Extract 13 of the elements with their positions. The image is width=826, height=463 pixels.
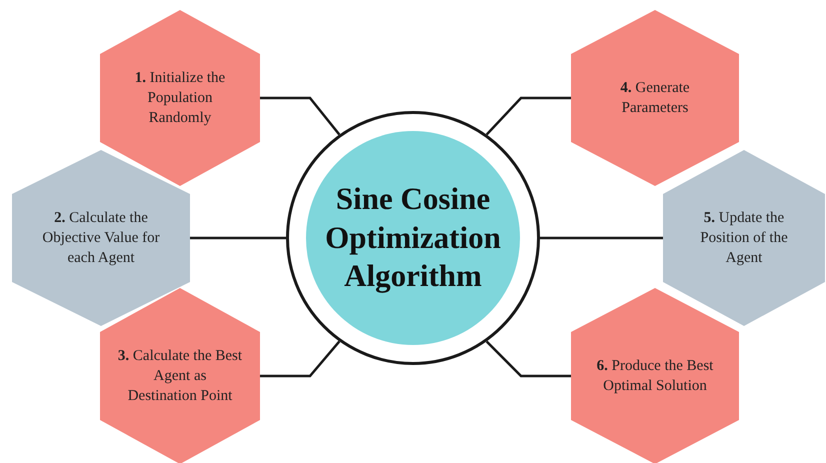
connector-line	[260, 96, 340, 136]
step-text: 6. Produce the Best Optimal Solution	[596, 356, 714, 396]
step-text: 5. Update the Position of the Agent	[699, 208, 789, 268]
connector-line	[260, 340, 340, 378]
step-text: 2. Calculate the Objective Value for each Agent	[41, 208, 161, 268]
connector-line	[486, 96, 571, 136]
step-text: 3. Calculate the Best Agent as Destination Point	[118, 346, 242, 406]
connector-line	[190, 236, 286, 240]
connector-line	[540, 236, 663, 240]
step-text: 1. Initialize the Population Randomly	[134, 68, 226, 128]
title-text: Sine Cosine Optimization Algorithm	[324, 180, 502, 296]
step-text: 4. Generate Parameters	[619, 78, 691, 118]
connector-line	[486, 340, 571, 378]
